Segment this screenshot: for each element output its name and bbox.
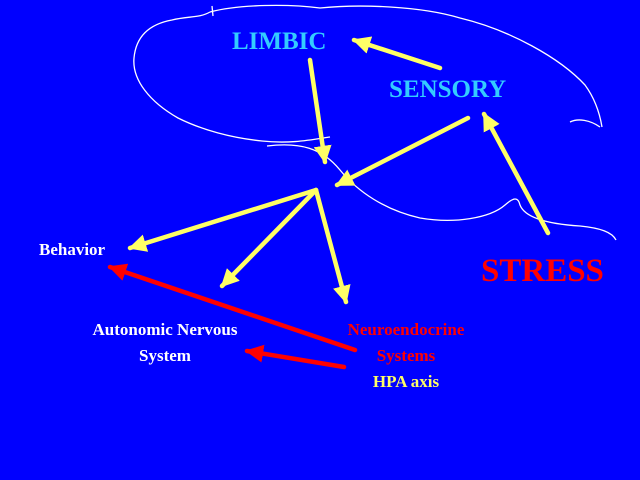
arrow-neuro-to-autonomic <box>244 344 347 370</box>
arrow-sensory-to-hypothalamus <box>334 115 471 188</box>
autonomic-line-2: System <box>139 346 191 365</box>
arrow-limbic-to-hypothalamus <box>307 57 332 165</box>
hpa-axis-label: HPA axis <box>372 372 440 391</box>
autonomic-nervous-system-label: Autonomic Nervous System <box>60 317 270 369</box>
brain-outline <box>133 4 617 241</box>
neuro-line-1: Neuroendocrine <box>347 320 465 339</box>
yellow-arrows <box>127 36 551 305</box>
arrow-neuro-to-behavior <box>107 263 358 353</box>
arrow-sensory-to-limbic <box>351 36 443 71</box>
arrow-stress-to-sensory <box>481 111 551 236</box>
red-arrows <box>107 263 358 370</box>
sensory-label: SENSORY <box>389 76 507 103</box>
neuro-line-2: Systems <box>376 346 436 365</box>
stress-label: STRESS <box>481 253 604 289</box>
behavior-label: Behavior <box>39 240 106 259</box>
neuroendocrine-label: Neuroendocrine Systems HPA axis <box>322 317 490 395</box>
autonomic-line-1: Autonomic Nervous <box>92 320 238 339</box>
arrow-to-neuroendocrine <box>313 187 351 305</box>
arrow-to-behavior <box>127 187 319 252</box>
arrow-to-autonomic <box>219 187 319 289</box>
limbic-label: LIMBIC <box>232 28 327 55</box>
